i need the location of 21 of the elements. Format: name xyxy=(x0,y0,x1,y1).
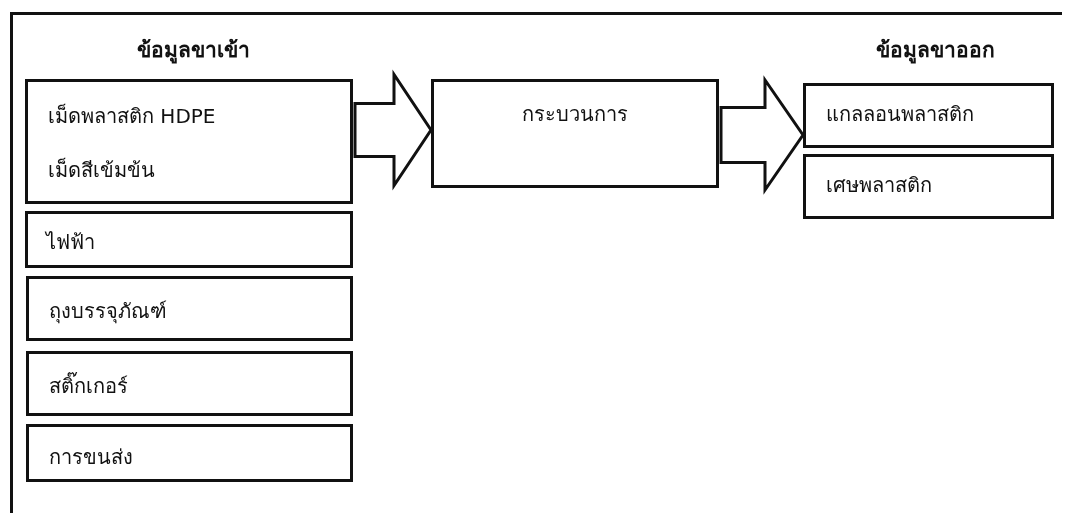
process-box xyxy=(431,79,719,188)
process-box xyxy=(25,211,353,268)
column-heading: ข้อมูลขาออก xyxy=(875,37,995,66)
box-text: เศษพลาสติก xyxy=(826,173,932,197)
box-text: เม็ดพลาสติก HDPE xyxy=(48,104,216,128)
column-heading: ข้อมูลขาเข้า xyxy=(136,37,250,66)
box-text: แกลลอนพลาสติก xyxy=(826,102,974,126)
box-text: เม็ดสีเข้มข้น xyxy=(48,158,155,182)
process-box xyxy=(803,154,1054,219)
process-box xyxy=(803,83,1054,148)
process-box xyxy=(26,276,353,341)
block-arrow xyxy=(719,75,805,195)
box-text: กระบวนการ xyxy=(522,102,628,126)
box-text: สติ๊กเกอร์ xyxy=(49,374,128,398)
process-box xyxy=(26,424,353,482)
process-box xyxy=(25,79,353,204)
block-arrow xyxy=(353,69,433,191)
box-text: การขนส่ง xyxy=(49,445,133,469)
box-text: ไฟฟ้า xyxy=(46,230,95,254)
process-box xyxy=(26,351,353,416)
box-text: ถุงบรรจุภัณฑ์ xyxy=(49,299,167,323)
